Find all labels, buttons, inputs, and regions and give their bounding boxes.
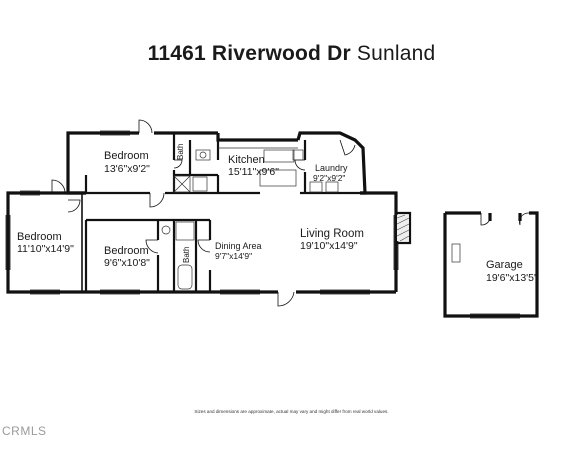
bath-top-name: Bath: [176, 144, 185, 160]
kitchen-name: Kitchen: [228, 154, 265, 166]
bedroom-top-dims: 13'6"x9'2": [104, 163, 150, 175]
bedroom-mid-dims: 9'6"x10'8": [104, 257, 150, 269]
living-name: Living Room: [300, 228, 364, 240]
bedroom-left-name: Bedroom: [17, 231, 62, 243]
laundry-dims: 9'2"x9'2": [313, 173, 345, 183]
plan-title: 11461 Riverwood Dr Sunland: [0, 42, 583, 66]
dining-dims: 9'7"x14'9": [215, 251, 252, 261]
watermark-logo: CRMLS: [2, 424, 47, 438]
garage-name: Garage: [486, 259, 523, 271]
dining-name: Dining Area: [215, 241, 262, 251]
bath-mid-name: Bath: [182, 247, 191, 263]
laundry-name: Laundry: [315, 163, 348, 173]
garage-dims: 19'6"x13'5": [486, 272, 538, 284]
bedroom-top-name: Bedroom: [104, 150, 149, 162]
bedroom-left-dims: 11'10"x14'9": [17, 243, 74, 255]
interior-walls: [81, 133, 412, 292]
title-city: Sunland: [356, 42, 436, 65]
room-labels: Bedroom 13'6"x9'2" Bath Kitchen 15'11"x9…: [17, 144, 538, 284]
bedroom-mid-name: Bedroom: [104, 245, 149, 257]
disclaimer-text: Sizes and dimensions are approximate, ac…: [194, 409, 389, 414]
title-address: 11461 Riverwood Dr: [147, 42, 351, 65]
windows: [5, 130, 520, 319]
fireplace: [396, 214, 410, 242]
living-dims: 19'10"x14'9": [300, 240, 358, 252]
kitchen-dims: 15'11"x9'6": [228, 166, 279, 178]
fixtures: [161, 147, 461, 290]
exterior-walls: [6, 131, 539, 318]
